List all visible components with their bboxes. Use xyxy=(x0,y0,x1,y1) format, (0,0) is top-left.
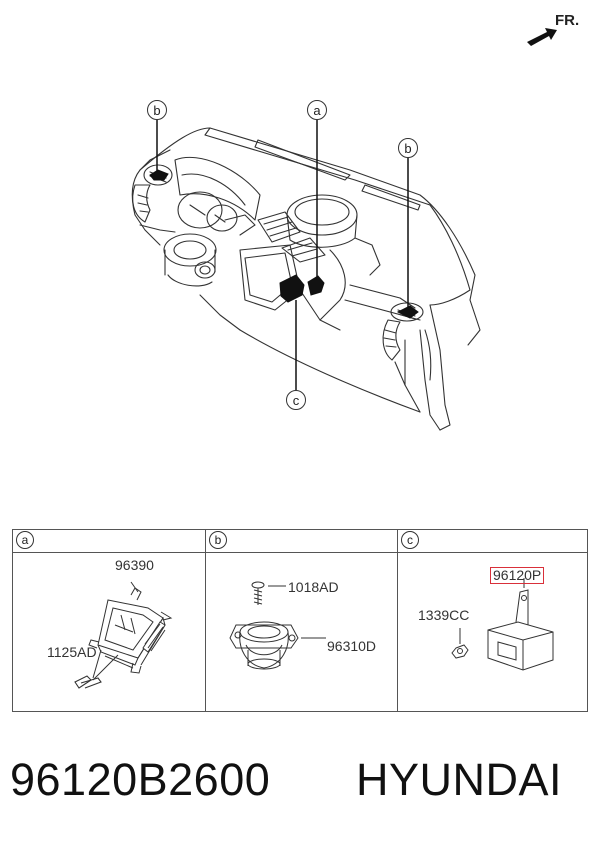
section-b-callout: b xyxy=(209,531,227,549)
section-c-header: c xyxy=(398,530,587,553)
controller-96390-drawing xyxy=(74,581,173,689)
section-c-callout: c xyxy=(401,531,419,549)
parts-table: a xyxy=(12,529,588,712)
part-label-1125AD: 1125AD xyxy=(47,644,97,660)
speaker-96310D-drawing xyxy=(229,581,326,670)
section-c: c 96120P 1339CC xyxy=(397,530,587,711)
part-label-96120P: 96120P xyxy=(490,567,545,584)
front-label: FR. xyxy=(555,12,580,29)
part-label-96390: 96390 xyxy=(115,557,154,573)
section-a: a xyxy=(13,530,205,711)
callout-c: c xyxy=(286,390,306,410)
section-b: b 1018AD 96310D xyxy=(205,530,397,711)
callout-a: a xyxy=(307,100,327,120)
part-label-1018AD: 1018AD xyxy=(288,579,339,595)
callout-b-left: b xyxy=(147,100,167,120)
callout-b-right: b xyxy=(398,138,418,158)
footer-part-number: 96120B2600 xyxy=(10,754,271,805)
section-a-callout: a xyxy=(16,531,34,549)
module-a xyxy=(307,275,325,296)
section-b-header: b xyxy=(206,530,397,553)
dashboard-diagram xyxy=(131,120,481,431)
part-label-96310D: 96310D xyxy=(327,638,377,654)
footer-brand: HYUNDAI xyxy=(356,754,563,805)
module-96120P-drawing xyxy=(451,578,554,671)
part-label-1339CC: 1339CC xyxy=(418,607,470,623)
section-a-header: a xyxy=(13,530,205,553)
front-arrow-icon xyxy=(527,28,557,46)
module-c xyxy=(279,274,305,303)
front-direction-indicator: FR. xyxy=(525,10,595,50)
